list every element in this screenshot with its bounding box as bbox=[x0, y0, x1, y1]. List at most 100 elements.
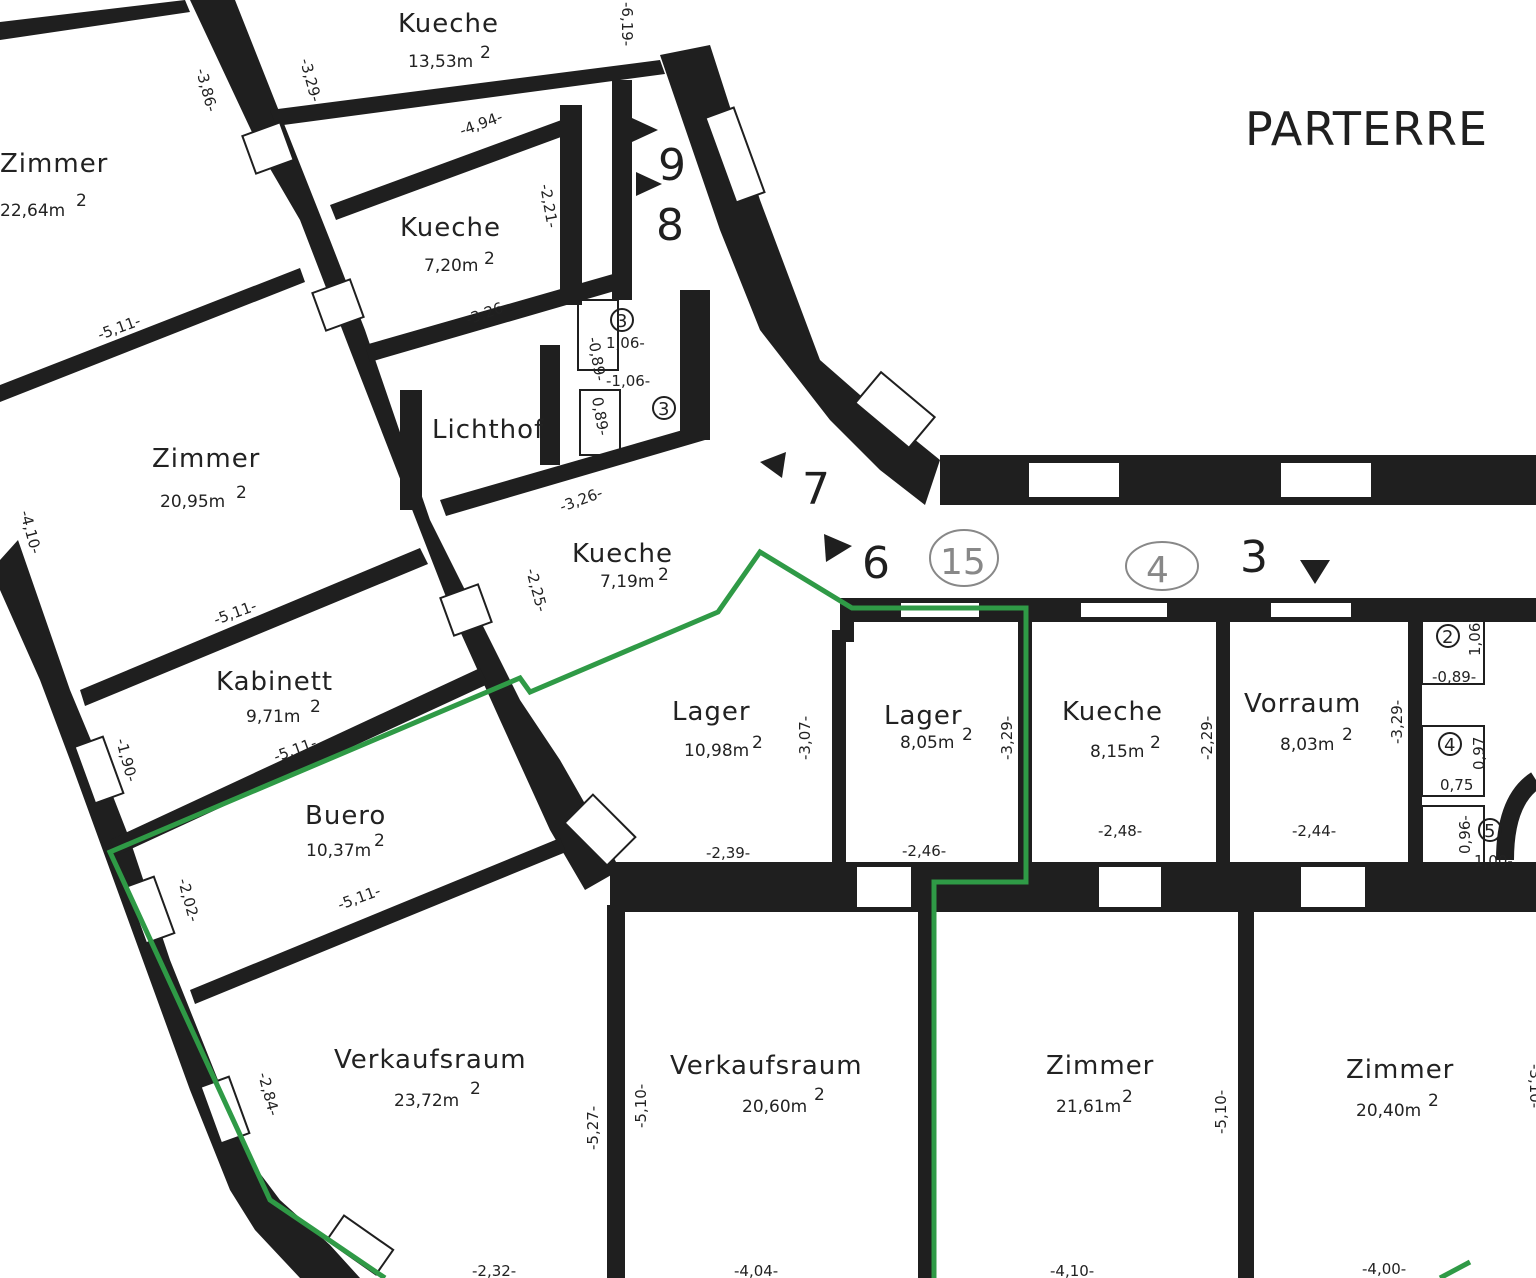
cell-b bbox=[579, 389, 621, 456]
room-vorraum-name: Vorraum bbox=[1244, 689, 1361, 719]
sup: 2 bbox=[76, 191, 87, 211]
dim-label: -2,48- bbox=[1098, 822, 1142, 840]
small-marker-5: 5 bbox=[1484, 821, 1495, 842]
window-w5 bbox=[124, 875, 176, 945]
room-zimmer-b2-name: Zimmer bbox=[1346, 1055, 1454, 1085]
dim-label: -2,25- bbox=[522, 566, 551, 613]
dim-label: -2,44- bbox=[1292, 822, 1336, 840]
marker-15: 15 bbox=[940, 542, 986, 583]
dim-label: -1,06- bbox=[606, 372, 650, 390]
cell-a bbox=[577, 299, 619, 371]
sup: 2 bbox=[752, 733, 763, 753]
room-kueche-top-name: Kueche bbox=[398, 9, 499, 39]
window-l2 bbox=[1097, 865, 1163, 909]
arrow-marker-icon bbox=[636, 172, 662, 196]
circle-icon bbox=[652, 396, 676, 420]
dim-label: 0,96- bbox=[1456, 815, 1474, 854]
room-zimmer-mid-name: Zimmer bbox=[152, 444, 260, 474]
dim-label: -4,94- bbox=[457, 108, 505, 140]
sup: 2 bbox=[470, 1079, 481, 1099]
windows-left bbox=[73, 106, 937, 1276]
room-buero-area: 10,37m bbox=[306, 841, 371, 861]
dim-label: -2,21- bbox=[536, 183, 561, 230]
wall-lichthof-right bbox=[540, 345, 560, 465]
marker-8: 8 bbox=[656, 200, 684, 251]
room-kabinett-name: Kabinett bbox=[216, 667, 333, 697]
wall-shaft-2 bbox=[612, 80, 632, 300]
dim-label: 0,75 bbox=[1440, 776, 1473, 794]
wall-p2 bbox=[80, 548, 428, 706]
window-w8 bbox=[853, 370, 937, 450]
markers: 9 8 7 6 3 15 4 bbox=[632, 118, 1330, 591]
window-l1 bbox=[855, 865, 913, 909]
room-kueche-2-area: 7,19m bbox=[600, 572, 654, 592]
small-marker-4: 4 bbox=[1444, 735, 1455, 756]
wall-p1 bbox=[0, 268, 305, 402]
sup: 2 bbox=[658, 565, 669, 585]
sup: 2 bbox=[374, 831, 385, 851]
wall-entry bbox=[840, 612, 854, 642]
room-verkauf-2-name: Verkaufsraum bbox=[670, 1051, 863, 1081]
highlighted-boundary bbox=[106, 548, 1029, 1278]
room-zimmer-b2-area: 20,40m bbox=[1356, 1101, 1421, 1121]
sup: 2 bbox=[236, 483, 247, 503]
room-kueche-1-name: Kueche bbox=[400, 213, 501, 243]
wall-k1 bbox=[330, 115, 580, 220]
circle-marker-icon bbox=[929, 529, 999, 587]
room-verkauf-1-area: 23,72m bbox=[394, 1091, 459, 1111]
circle-icon bbox=[1438, 732, 1462, 756]
wall-outer-left bbox=[0, 540, 360, 1278]
small-marker-3a: 3 bbox=[616, 311, 627, 332]
window-w1 bbox=[241, 121, 295, 175]
wall-shaft-1 bbox=[560, 105, 582, 305]
dim-label: 0,97 bbox=[1470, 737, 1488, 770]
wall-v3 bbox=[1238, 905, 1254, 1278]
arrow-marker-icon bbox=[760, 452, 786, 478]
window-c1 bbox=[1027, 461, 1121, 499]
dim-label: -3,29- bbox=[1388, 700, 1406, 744]
wall-p3 bbox=[110, 668, 488, 856]
wall-p4 bbox=[190, 838, 566, 1004]
room-zimmer-b1-area: 21,61m bbox=[1056, 1097, 1121, 1117]
dim-label: -0,89- bbox=[1432, 668, 1476, 686]
dim-label: -3,26- bbox=[557, 484, 605, 516]
window-r2 bbox=[1079, 601, 1169, 619]
dim-label: 0,89- bbox=[588, 396, 612, 437]
wall-div-4 bbox=[1408, 610, 1422, 866]
wall-div-1 bbox=[832, 630, 846, 866]
wall-top-left bbox=[0, 0, 190, 40]
room-zimmer-b1-name: Zimmer bbox=[1046, 1051, 1154, 1081]
room-kueche-1-area: 7,20m bbox=[424, 256, 478, 276]
room-lager-2-name: Lager bbox=[884, 701, 963, 731]
room-labels: Kueche 13,53m 2 Zimmer 22,64m 2 Kueche 7… bbox=[0, 9, 1454, 1121]
dim-label: -2,02- bbox=[174, 876, 203, 923]
dim-label: -3,29- bbox=[998, 716, 1016, 760]
window-l3 bbox=[1299, 865, 1367, 909]
dim-label: -5,27- bbox=[584, 1106, 602, 1150]
window-c2 bbox=[1279, 461, 1373, 499]
dim-label: -6,19- bbox=[618, 2, 636, 46]
room-verkauf-2-area: 20,60m bbox=[742, 1097, 807, 1117]
dim-label: -3,86- bbox=[192, 66, 221, 113]
room-kueche-2-name: Kueche bbox=[572, 539, 673, 569]
sup: 2 bbox=[484, 249, 495, 269]
sup: 2 bbox=[310, 697, 321, 717]
room-verkauf-1-name: Verkaufsraum bbox=[334, 1045, 527, 1075]
wall-v1 bbox=[607, 905, 625, 1278]
wall-cell-a bbox=[680, 290, 710, 440]
dim-label: -5,10- bbox=[1212, 1090, 1230, 1134]
cell-4 bbox=[1421, 725, 1485, 797]
room-lager-1-area: 10,98m bbox=[684, 741, 749, 761]
wall-lower bbox=[610, 862, 1536, 912]
dim-label: -2,32- bbox=[472, 1262, 516, 1278]
wall-lichthof-left bbox=[400, 390, 422, 510]
window-w7 bbox=[704, 106, 766, 204]
room-lager-1-name: Lager bbox=[672, 697, 751, 727]
wall-k3 bbox=[440, 425, 705, 516]
dim-label: -4,00- bbox=[1362, 1260, 1406, 1278]
marker-6: 6 bbox=[862, 538, 890, 589]
marker-7: 7 bbox=[802, 464, 830, 515]
marker-4: 4 bbox=[1146, 550, 1169, 591]
